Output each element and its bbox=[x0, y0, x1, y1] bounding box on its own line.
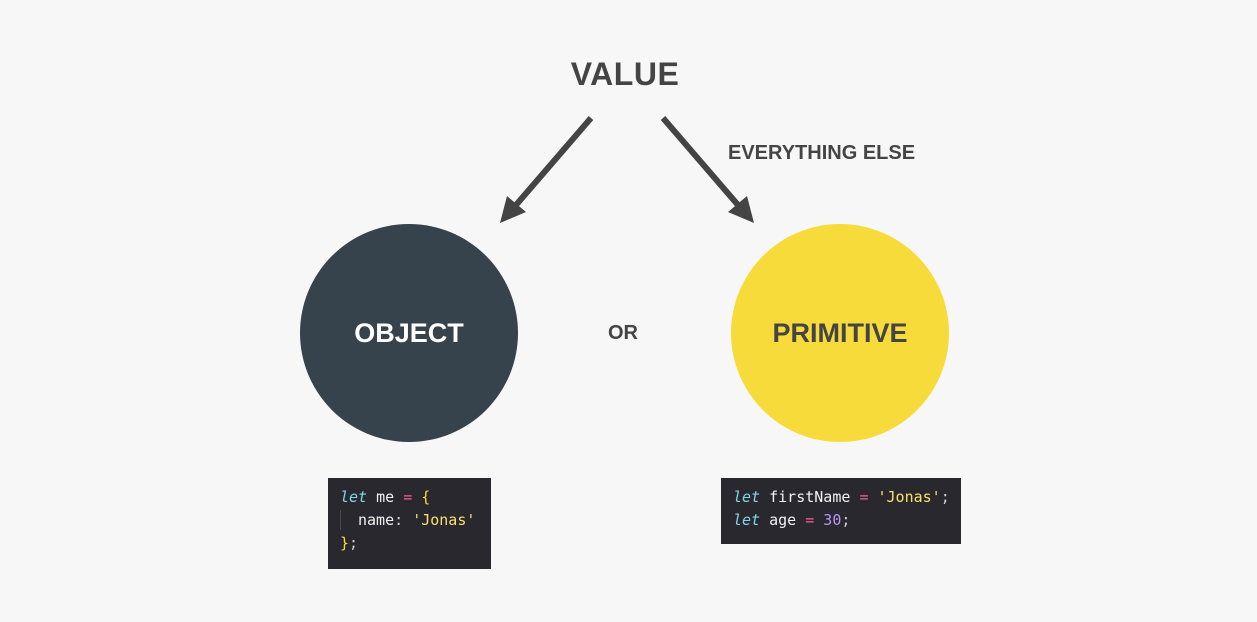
semicolon: ; bbox=[940, 488, 950, 506]
keyword: let bbox=[733, 511, 761, 529]
brace: { bbox=[412, 488, 431, 506]
operator: = bbox=[859, 488, 869, 506]
object-node: OBJECT bbox=[300, 224, 518, 442]
code-line: name: 'Jonas' bbox=[340, 509, 479, 532]
primitive-code-snippet: let firstName = 'Jonas';let age = 30; bbox=[721, 478, 961, 544]
indent-guide bbox=[340, 510, 341, 530]
operator: = bbox=[403, 488, 413, 506]
code-line: let age = 30; bbox=[733, 509, 949, 532]
colon: : bbox=[394, 511, 413, 529]
keyword: let bbox=[733, 488, 761, 506]
code-line: let me = { bbox=[340, 486, 479, 509]
number-literal: 30 bbox=[814, 511, 842, 529]
semicolon: ; bbox=[841, 511, 851, 529]
code-line: }; bbox=[340, 532, 479, 555]
diagram-title: VALUE bbox=[570, 56, 680, 92]
semicolon: ; bbox=[349, 534, 359, 552]
everything-else-label: EVERYTHING ELSE bbox=[728, 142, 916, 164]
arrow-to-object bbox=[500, 116, 594, 223]
keyword: let bbox=[340, 488, 368, 506]
primitive-node: PRIMITIVE bbox=[731, 224, 949, 442]
object-code-snippet: let me = {name: 'Jonas'}; bbox=[328, 478, 491, 569]
identifier: me bbox=[367, 488, 404, 506]
or-label: OR bbox=[608, 322, 638, 344]
string-literal: 'Jonas' bbox=[868, 488, 941, 506]
code-line: let firstName = 'Jonas'; bbox=[733, 486, 950, 509]
identifier: age bbox=[760, 511, 806, 529]
arrow-to-primitive bbox=[660, 116, 754, 223]
property-key: name bbox=[358, 511, 395, 529]
string-literal: 'Jonas' bbox=[412, 511, 476, 529]
primitive-node-label: PRIMITIVE bbox=[772, 317, 908, 348]
identifier: firstName bbox=[760, 488, 860, 506]
brace: } bbox=[340, 534, 350, 552]
object-node-label: OBJECT bbox=[354, 317, 464, 348]
operator: = bbox=[805, 511, 815, 529]
